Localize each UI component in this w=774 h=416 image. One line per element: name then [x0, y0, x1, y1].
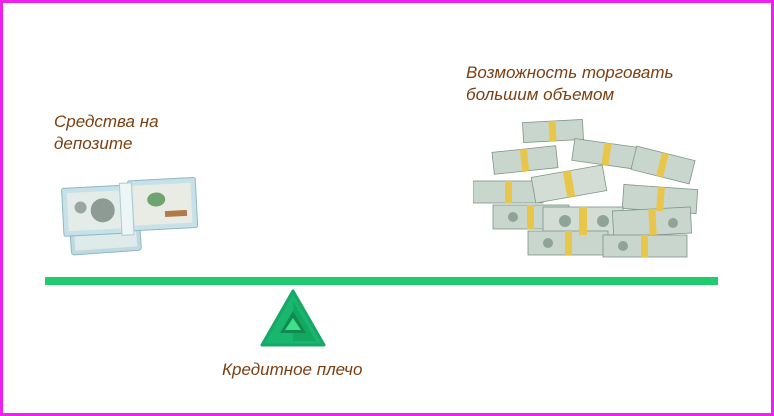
volume-label-line1: Возможность торговать [466, 63, 674, 82]
leverage-label: Кредитное плечо [222, 360, 363, 379]
triangle-fulcrum-icon [260, 289, 326, 347]
deposit-label-line2: депозите [54, 134, 133, 153]
lever-beam [45, 277, 718, 285]
deposit-label-line1: Средства на [54, 112, 159, 131]
money-pile-icon [473, 119, 699, 258]
volume-label: Возможность торговать большим объемом [466, 62, 673, 106]
money-stack-icon [61, 177, 199, 256]
volume-label-line2: большим объемом [466, 85, 615, 104]
deposit-label: Средства на депозите [54, 111, 159, 155]
